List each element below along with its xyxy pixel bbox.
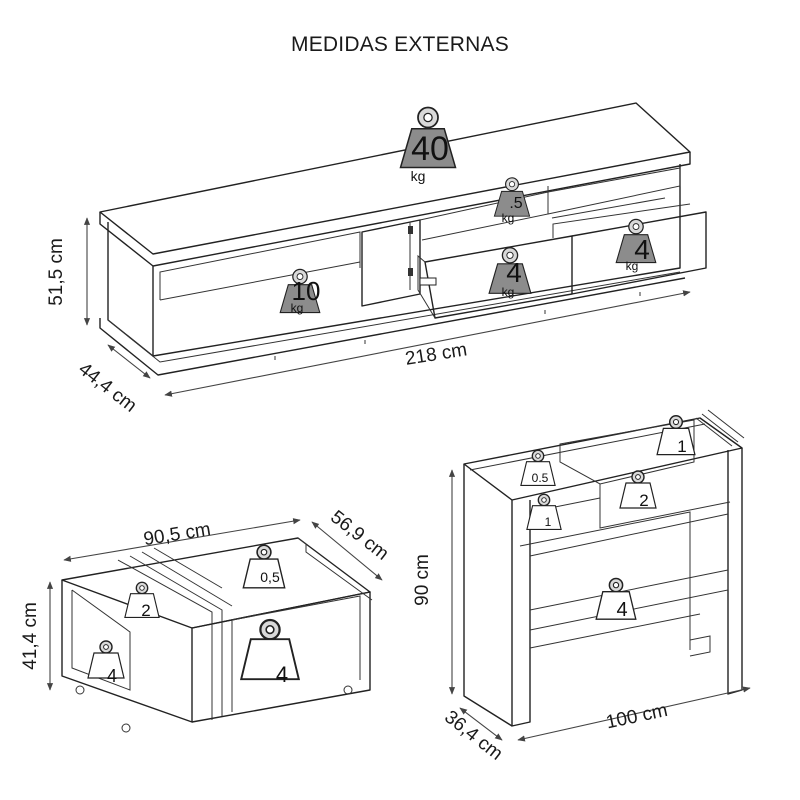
coffee-depth-label: 56,9 cm bbox=[326, 507, 392, 565]
weight-icon bbox=[619, 470, 657, 509]
tv-rack-drawing bbox=[83, 102, 707, 397]
weight-value: 2 bbox=[639, 491, 648, 510]
weight-value: .5 bbox=[509, 195, 522, 212]
weight-value: 40 bbox=[411, 130, 449, 168]
weight-unit: kg bbox=[502, 285, 515, 299]
weight-unit: kg bbox=[626, 259, 639, 273]
rack-width-label: 218 cm bbox=[404, 339, 469, 369]
weight-value: 0.5 bbox=[532, 471, 549, 485]
weight-value: 4 bbox=[276, 662, 288, 687]
rack-height-label: 51,5 cm bbox=[46, 238, 67, 306]
weight-unit: kg bbox=[411, 168, 426, 184]
coffee-width-label: 90,5 cm bbox=[142, 519, 212, 550]
desk-drawing bbox=[448, 409, 751, 742]
weight-icon bbox=[240, 618, 300, 681]
weight-value: 1 bbox=[677, 437, 686, 456]
weight-value: 0,5 bbox=[260, 569, 280, 585]
weight-icon bbox=[656, 415, 696, 456]
desk-height-label: 90 cm bbox=[412, 554, 433, 606]
weight-value: 1 bbox=[545, 515, 552, 529]
desk-width-label: 100 cm bbox=[604, 700, 669, 733]
weight-value: 4 bbox=[506, 257, 522, 288]
weight-value: 10 bbox=[292, 276, 321, 306]
coffee-height-label: 41,4 cm bbox=[20, 602, 41, 670]
weight-value: 4 bbox=[616, 599, 627, 621]
page-title: MEDIDAS EXTERNAS bbox=[291, 33, 509, 56]
weight-value: 4 bbox=[107, 666, 117, 686]
weight-value: 4 bbox=[634, 234, 650, 265]
weight-value: 2 bbox=[141, 601, 150, 620]
coffee-table-drawing bbox=[46, 518, 383, 733]
weight-unit: kg bbox=[502, 211, 515, 225]
weight-unit: kg bbox=[291, 301, 304, 315]
rack-depth-label: 44,4 cm bbox=[74, 359, 140, 417]
